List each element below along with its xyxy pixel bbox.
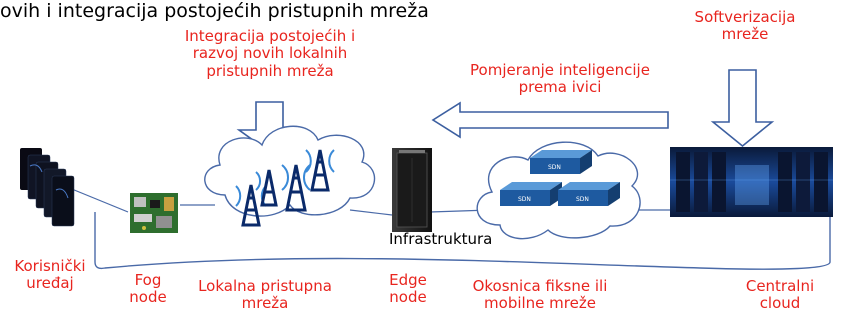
label-line: Korisnički [14, 257, 86, 275]
connection-line [94, 212, 831, 270]
sdn-switch-icon: SDN [558, 182, 620, 206]
label-line: node [389, 288, 427, 307]
sdn-switch-icon: SDN [500, 182, 562, 206]
local-access-label: Lokalna pristupna mreža [185, 277, 345, 313]
intelligence-line: prema ivici [518, 78, 602, 97]
cell-tower-icon [255, 169, 278, 207]
svg-text:SDN: SDN [518, 196, 531, 203]
softwarization-line: Softverizacija [694, 8, 796, 26]
user-devices-label: Korisnički uređaj [0, 257, 100, 293]
fog-node-label: Fog node [118, 271, 178, 307]
cell-tower-icon [305, 149, 335, 192]
integration-line: pristupnih mreža [206, 61, 334, 80]
label-line: node [129, 288, 167, 307]
backbone-label: Okosnica fiksne ili mobilne mreže [440, 277, 640, 313]
label-line: Okosnica fiksne ili [472, 277, 608, 295]
central-cloud-label: Centralni cloud [720, 277, 840, 313]
datacenter-icon [670, 147, 833, 217]
raspberry-pi-icon [130, 193, 178, 233]
label-line: mobilne mreže [484, 294, 596, 313]
label-line: Centralni [745, 277, 815, 295]
integration-callout: Integracija postojećih i razvoj novih lo… [150, 27, 390, 80]
sdn-switch-icon: SDN [530, 150, 592, 174]
integration-line: Integracija postojećih i [184, 27, 356, 45]
label-line: Edge [389, 271, 427, 289]
page-title: ovih i integracija postojećih pristupnih… [0, 0, 429, 22]
label-line: uređaj [26, 274, 74, 293]
label-line: mreža [241, 294, 289, 313]
integration-line: razvoj novih lokalnih [192, 44, 348, 63]
down-arrow-icon [710, 69, 775, 148]
softwarization-callout: Softverizacija mreže [670, 8, 820, 44]
softwarization-line: mreže [721, 25, 769, 44]
left-arrow-icon [431, 101, 669, 139]
connector-cloud-rack [349, 209, 393, 216]
svg-text:SDN: SDN [548, 164, 561, 171]
cloud-icon [204, 125, 376, 217]
label-line: Fog [134, 271, 162, 289]
phone-icon [20, 148, 75, 227]
server-rack-icon [392, 148, 432, 232]
svg-text:SDN: SDN [576, 196, 589, 203]
intelligence-callout: Pomjeranje inteligencije prema ivici [440, 61, 680, 97]
edge-node-label: Edge node [378, 271, 438, 307]
intelligence-line: Pomjeranje inteligencije [470, 61, 650, 79]
infrastructure-label: Infrastruktura [389, 230, 493, 248]
label-line: Lokalna pristupna [198, 277, 332, 295]
label-line: cloud [759, 294, 801, 313]
cell-tower-icon [281, 164, 311, 212]
